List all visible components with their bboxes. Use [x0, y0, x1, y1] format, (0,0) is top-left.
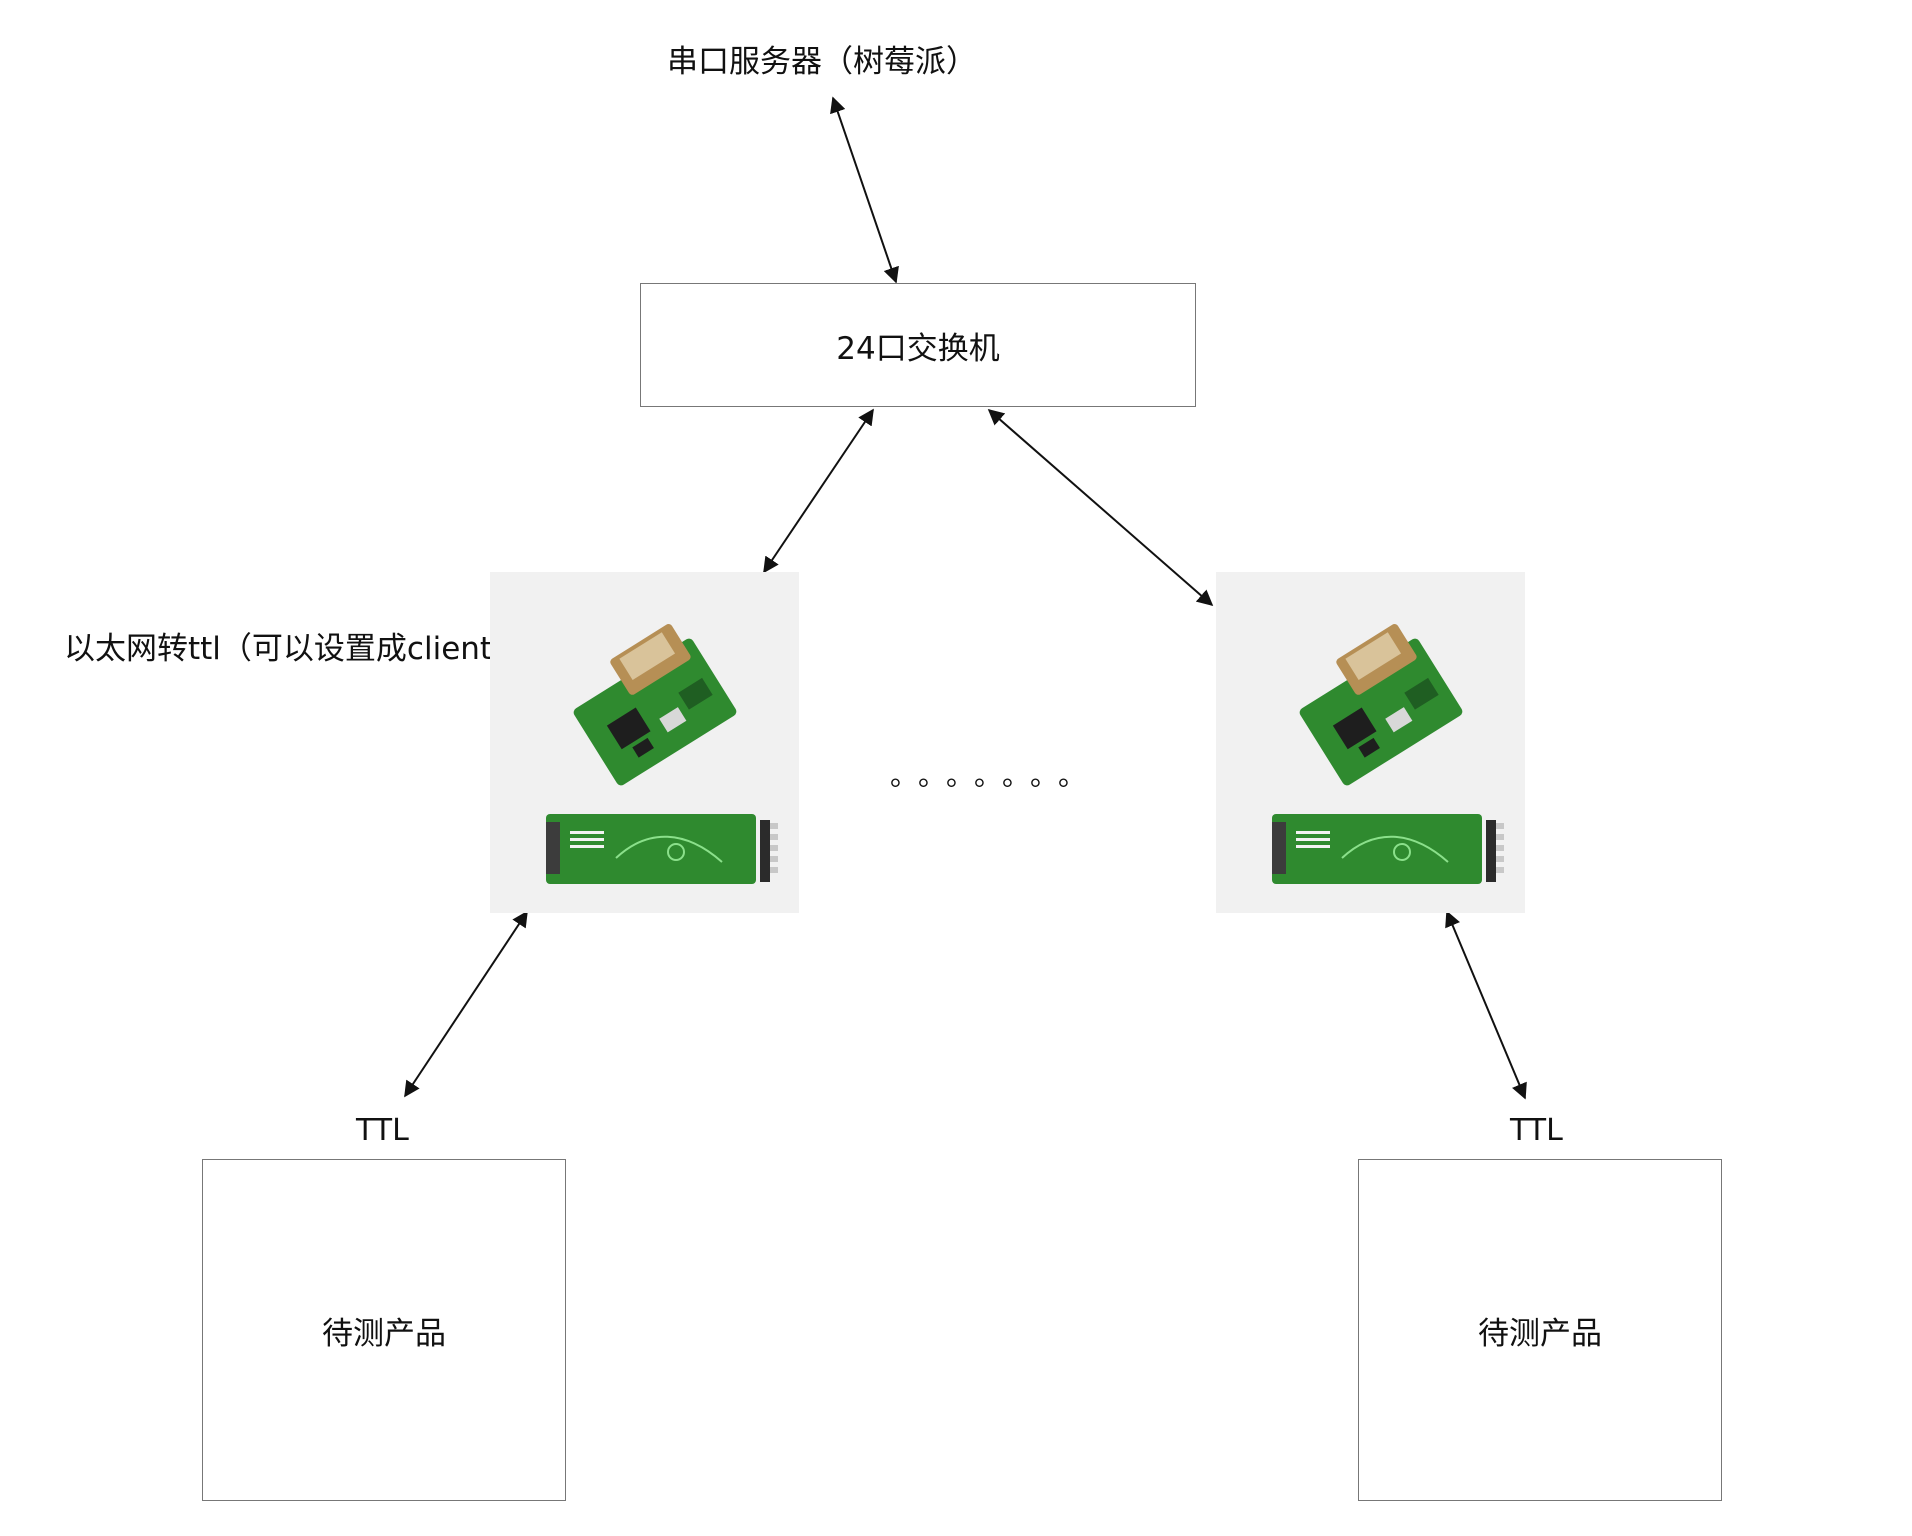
product-label-left: 待测产品 [322, 1315, 446, 1352]
ttl-label-right: TTL [1510, 1113, 1563, 1148]
arrow-converter-left-to-ttl [404, 910, 528, 1098]
converter-module-left [490, 572, 799, 913]
ellipsis: 。。。。。。。 [890, 759, 1101, 792]
pcb-module-image [546, 624, 778, 884]
server-title: 串口服务器（树莓派） [667, 44, 977, 80]
arrow-converter-right-to-ttl [1445, 910, 1527, 1100]
ttl-label-left: TTL [356, 1113, 409, 1148]
converter-module-right [1216, 572, 1525, 913]
product-box-right: 待测产品 [1358, 1159, 1722, 1501]
product-box-left: 待测产品 [202, 1159, 566, 1501]
arrow-server-to-switch [830, 96, 899, 284]
arrow-switch-to-converter-right [987, 408, 1214, 607]
switch-label: 24口交换机 [836, 330, 1000, 367]
arrow-switch-to-converter-left [763, 408, 874, 574]
switch-box: 24口交换机 [640, 283, 1196, 407]
product-label-right: 待测产品 [1478, 1315, 1602, 1352]
pcb-module-image [1272, 624, 1504, 884]
